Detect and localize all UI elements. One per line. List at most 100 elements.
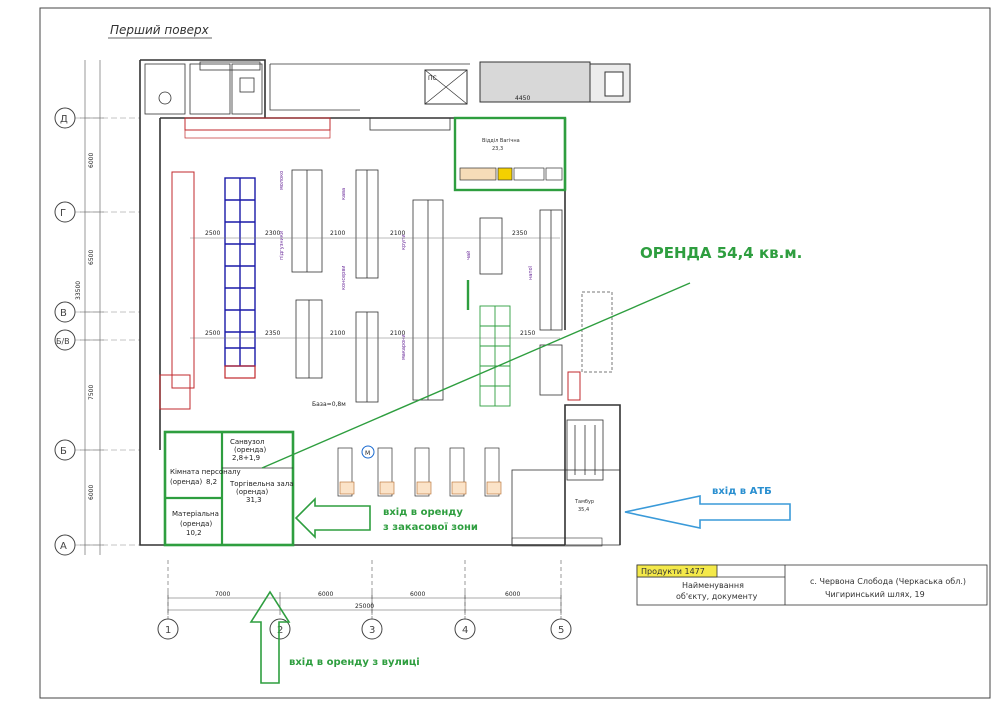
rental-label: ОРЕНДА 54,4 кв.м.	[640, 244, 802, 262]
sheet-frame	[39, 7, 991, 699]
product-labels: молоко підгузники кава консерви крупи ма…	[279, 171, 534, 360]
checkout-marker	[361, 445, 375, 459]
dim-left-4: 6000	[88, 485, 95, 500]
material-room-tenant: (оренда)	[180, 520, 212, 528]
top-shelf-strip	[184, 117, 451, 139]
green-fixtures	[479, 305, 511, 407]
row-axis-b: Б	[60, 446, 67, 457]
svg-text:кава: кава	[341, 188, 347, 200]
dim-left-2: 6500	[88, 250, 95, 265]
left-wall-shelf	[171, 171, 195, 389]
lift-label: ПС	[428, 75, 437, 82]
checkout-marker-label: M	[365, 450, 370, 457]
col-axis-1: 1	[165, 625, 171, 636]
lift-shaft	[424, 69, 468, 105]
bathroom-name: Санвузол	[230, 438, 265, 446]
dim-left-total: 33500	[75, 281, 82, 300]
svg-text:підгузники: підгузники	[279, 231, 285, 260]
dim-inner-i: 2100	[390, 330, 405, 337]
bathroom-area: 2,8+1,9	[232, 454, 260, 462]
row-axis-v: В	[60, 308, 67, 319]
col-axis-5: 5	[558, 625, 564, 636]
dim-left-1: 6000	[88, 153, 95, 168]
svg-text:молоко: молоко	[279, 171, 285, 190]
rental-area	[163, 430, 295, 547]
staff-room-area: 8,2	[206, 478, 217, 486]
dim-left-3: 7500	[88, 385, 95, 400]
col-axis-markers	[157, 618, 572, 640]
truck	[479, 61, 631, 103]
atb-entrance-arrow	[624, 495, 791, 529]
row-axis-a: А	[60, 541, 67, 552]
base-label: База=0,8м	[312, 401, 346, 408]
material-room-name: Матеріальна	[172, 510, 219, 518]
dim-bottom-total: 25000	[355, 603, 374, 610]
dim-inner-f: 2500	[205, 330, 220, 337]
svg-text:напої: напої	[528, 265, 534, 280]
dim-bottom-1: 7000	[215, 591, 230, 598]
dim-bottom-2: 6000	[318, 591, 333, 598]
trading-hall-tenant: (оренда)	[236, 488, 268, 496]
vestibule-area: 35,4	[578, 507, 589, 513]
row-axis-markers	[54, 107, 76, 556]
entrance-atb: вхід в АТБ	[712, 486, 772, 497]
left-corner-shelf	[159, 374, 191, 410]
dim-bottom-4: 6000	[505, 591, 520, 598]
door-strip	[511, 537, 603, 547]
left-dimensions	[80, 60, 104, 555]
stamp-address1: с. Червона Слобода (Черкаська обл.)	[810, 577, 966, 586]
bottom-dimensions	[167, 560, 562, 619]
dim-inner-b: 2300	[265, 230, 280, 237]
dim-inner-d: 2100	[390, 230, 405, 237]
service-rooms	[144, 61, 470, 115]
entrance-checkout-line1: вхід в оренду	[383, 507, 463, 518]
entrance-street: вхід в оренду з вулиці	[289, 657, 420, 668]
svg-text:консерви: консерви	[341, 265, 347, 290]
trading-hall-area: 31,3	[246, 496, 262, 504]
material-room-area: 10,2	[186, 529, 202, 537]
dim-inner-j: 2150	[520, 330, 535, 337]
dim-bottom-3: 6000	[410, 591, 425, 598]
dim-inner-c: 2100	[330, 230, 345, 237]
staff-room-tenant: (оренда)	[170, 478, 202, 486]
checkout-entrance-arrow	[294, 497, 371, 539]
weighing-name: Відділ Вагічна	[482, 138, 520, 144]
row-axis-bv: Б/В	[56, 337, 70, 346]
stamp-address2: Чигиринський шлях, 19	[825, 590, 925, 599]
row-axis-d: Д	[60, 114, 68, 125]
floor-title: Перший поверх	[110, 23, 210, 37]
entrance-checkout-line2: з закасової зони	[383, 521, 478, 533]
weighing-area: 23,3	[492, 146, 503, 152]
dim-inner-e: 2350	[512, 230, 527, 237]
svg-text:макарони: макарони	[401, 334, 407, 360]
right-red-fixture	[567, 371, 581, 401]
staff-room-name: Кімната персоналу	[170, 468, 241, 476]
counters	[459, 167, 563, 181]
svg-text:чай: чай	[465, 251, 472, 260]
right-dashed-display	[581, 291, 613, 373]
vestibule-name: Тамбур	[574, 499, 594, 505]
trading-hall-name: Торгівельна зала	[229, 480, 294, 488]
col-axis-2: 2	[277, 625, 283, 636]
row-grid	[75, 117, 140, 546]
gondolas	[291, 169, 563, 403]
dim-inner-h: 2100	[330, 330, 345, 337]
checkouts	[337, 447, 500, 497]
street-entrance-arrow	[249, 590, 291, 684]
dim-inner-a: 2500	[205, 230, 220, 237]
rental-pointer-line	[261, 282, 691, 469]
col-axis-3: 3	[369, 625, 375, 636]
stamp-label2: об'єкту, документу	[676, 592, 758, 601]
dim-top-right: 4450	[515, 95, 530, 102]
bathroom-tenant: (оренда)	[234, 446, 266, 454]
row-axis-g: Г	[60, 208, 66, 219]
col-axis-4: 4	[462, 625, 468, 636]
checkout-seats	[339, 481, 502, 495]
svg-text:крупи: крупи	[401, 234, 407, 250]
stamp-label1: Найменування	[682, 581, 744, 590]
dim-inner-g: 2350	[265, 330, 280, 337]
fridge-end-cap	[224, 365, 256, 379]
stamp-block	[636, 564, 988, 606]
